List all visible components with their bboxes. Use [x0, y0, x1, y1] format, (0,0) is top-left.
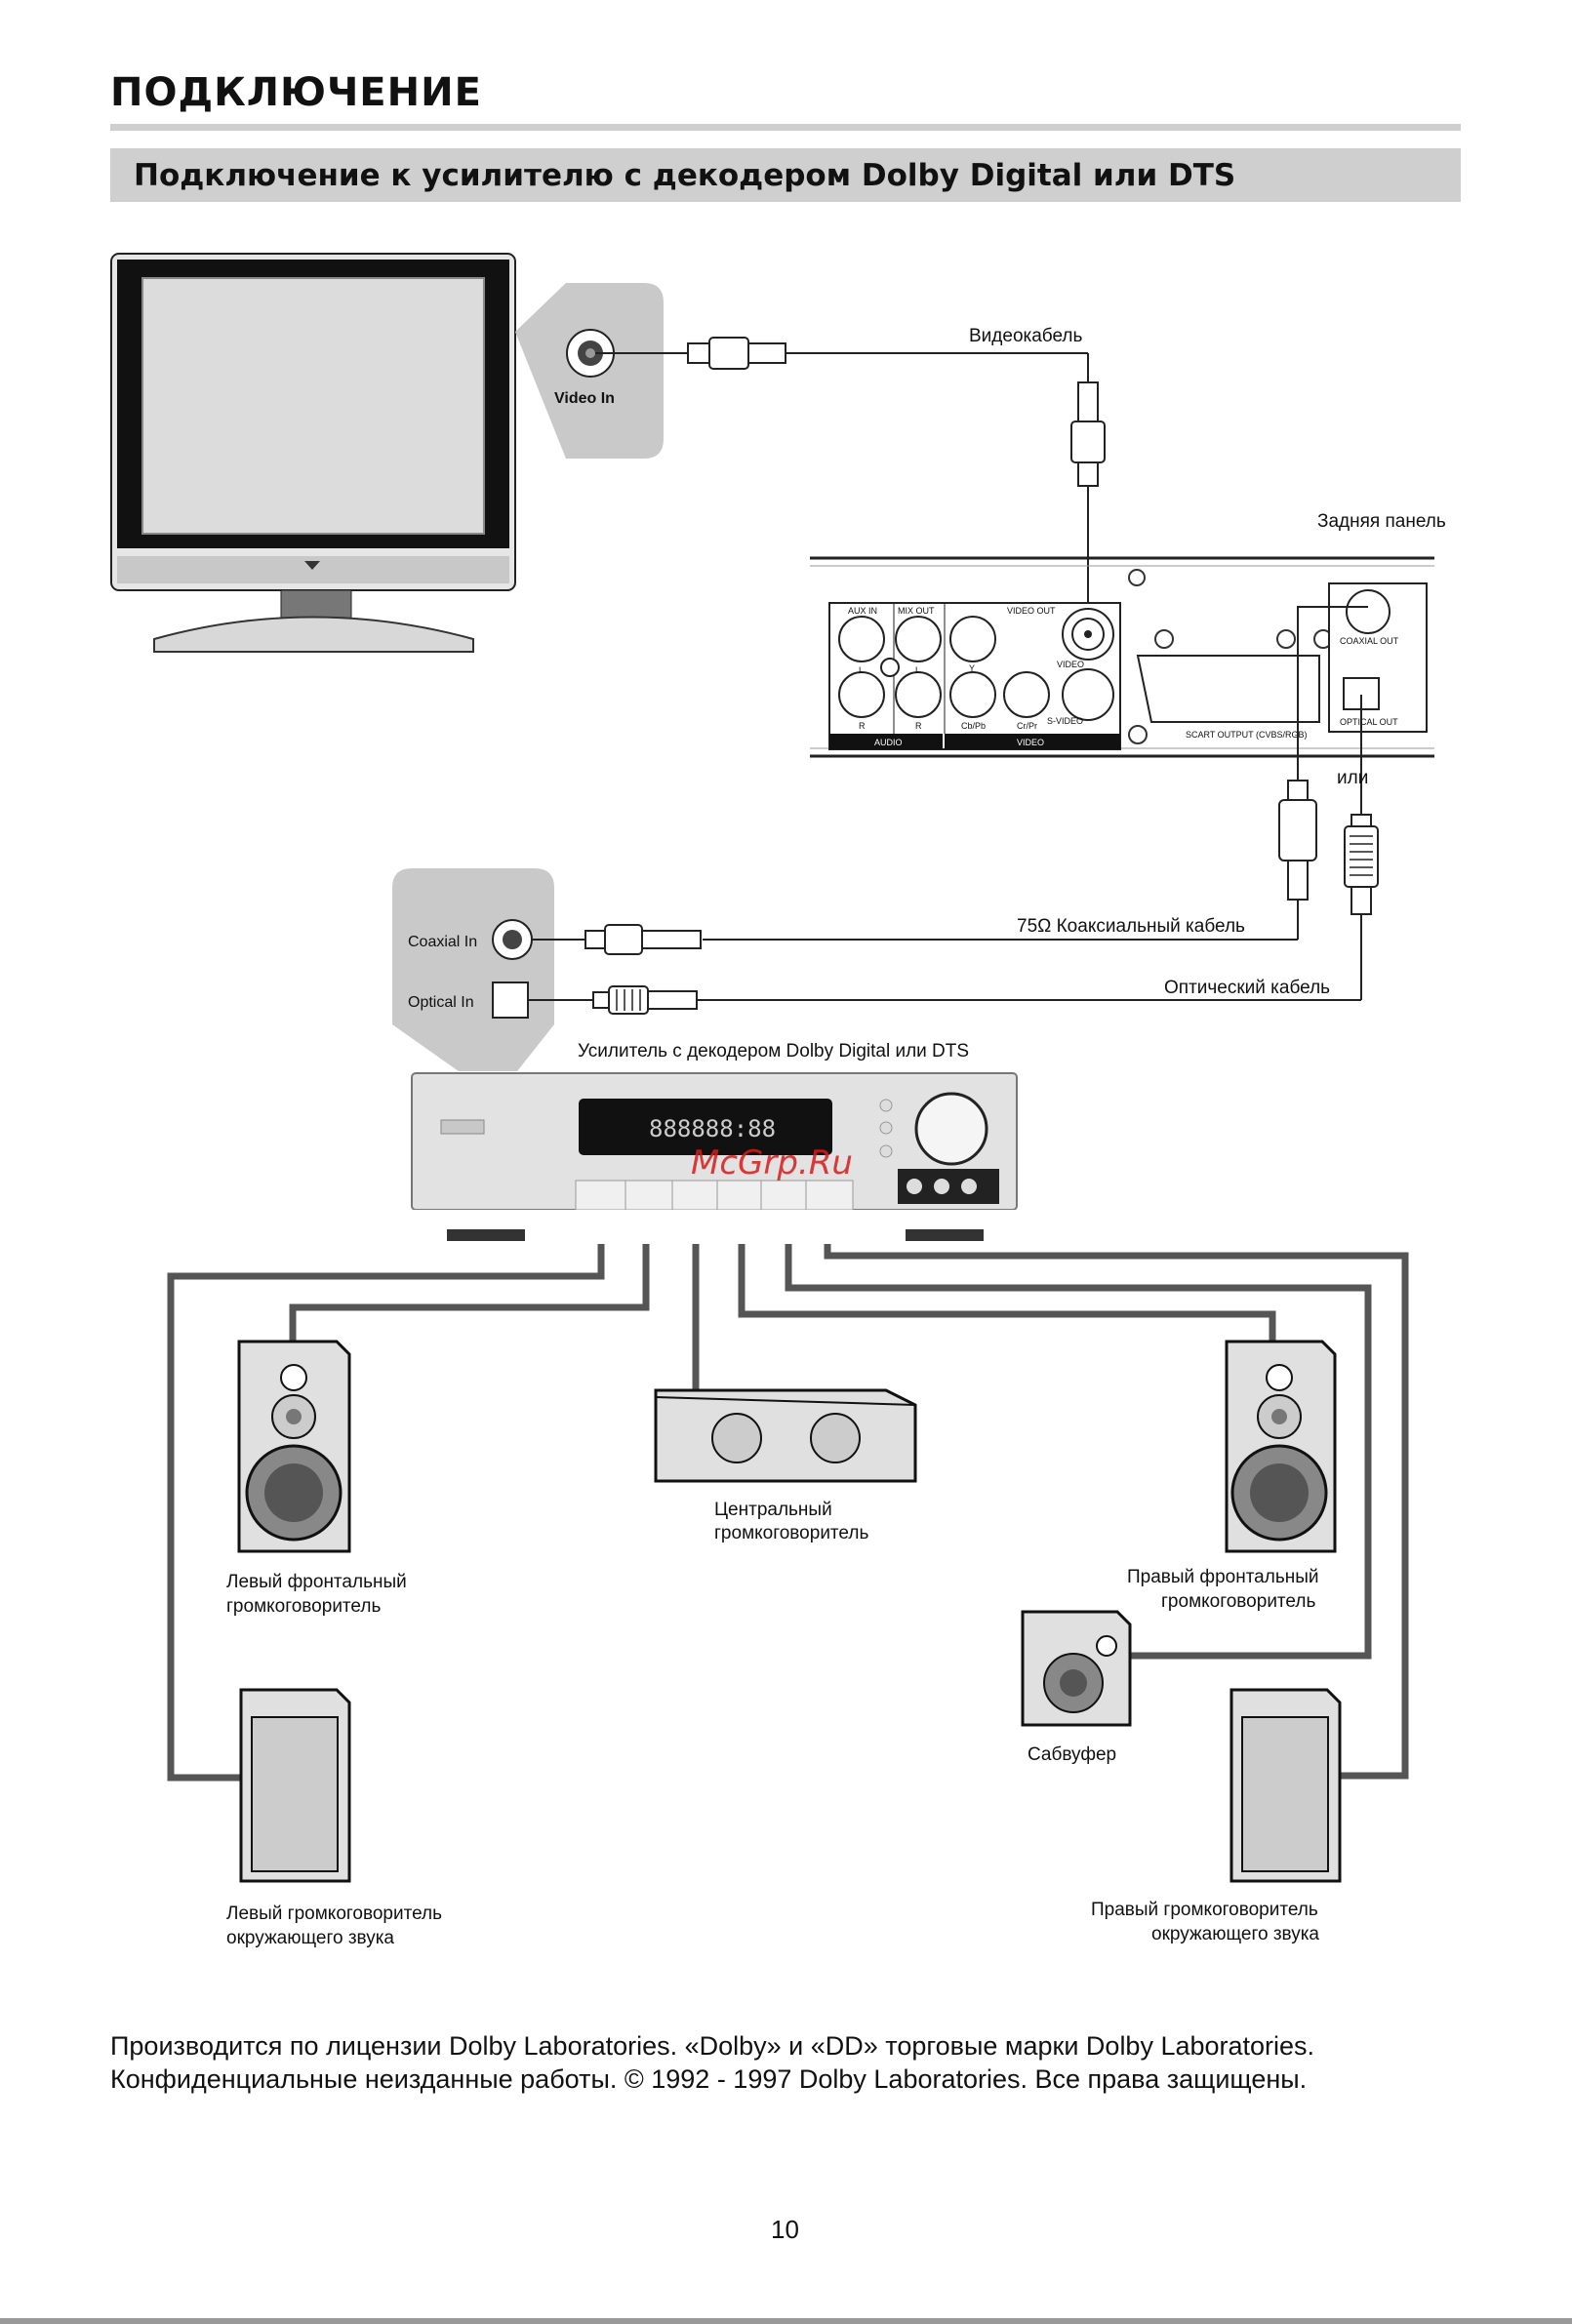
- optical-out-label: OPTICAL OUT: [1340, 717, 1398, 727]
- coaxial-out-label: COAXIAL OUT: [1340, 636, 1399, 646]
- video-cable-label: Видеокабель: [969, 326, 1082, 346]
- cb-label: Cb/Pb: [961, 721, 986, 731]
- rear-panel-label: Задняя панель: [1317, 511, 1446, 532]
- coaxial-in-label: Coaxial In: [408, 934, 477, 950]
- tv: [110, 253, 516, 653]
- surround-left-speaker: [239, 1688, 351, 1883]
- surround-right-speaker: [1229, 1688, 1342, 1883]
- cr-label: Cr/Pr: [1017, 721, 1037, 731]
- connection-diagram: Video In Видеокабель Задняя панель AUX I…: [110, 253, 1446, 1948]
- amplifier: 888888:88: [411, 1072, 1018, 1241]
- front-left-label-1: Левый фронтальный: [226, 1572, 407, 1592]
- amp-display: 888888:88: [649, 1115, 776, 1142]
- dolby-license-note: Производится по лицензии Dolby Laborator…: [110, 2029, 1476, 2096]
- subwoofer-label: Сабвуфер: [1028, 1744, 1116, 1765]
- front-right-speaker: [1225, 1340, 1337, 1553]
- video-jack-label: VIDEO: [1057, 660, 1084, 669]
- video-out-label: VIDEO OUT: [1007, 606, 1056, 616]
- front-left-label-2: громкоговоритель: [226, 1596, 381, 1617]
- page-number: 10: [771, 2215, 799, 2244]
- audio-group-label: AUDIO: [874, 738, 903, 747]
- subwoofer: [1021, 1610, 1132, 1727]
- aux-l-label: L: [859, 665, 864, 675]
- amplifier-input-callout: Coaxial In Optical In: [392, 868, 554, 1071]
- mix-out-label: MIX OUT: [898, 606, 935, 616]
- section-bar: [110, 148, 1461, 202]
- video-in-callout: Video In: [515, 283, 664, 459]
- front-right-label-2: громкоговоритель: [1161, 1591, 1315, 1612]
- center-speaker: [654, 1388, 917, 1483]
- video-cable: [595, 337, 1106, 634]
- coaxial-cable-label: 75Ω Коаксиальный кабель: [1017, 916, 1245, 937]
- rear-panel: AUX IN MIX OUT VIDEO OUT AUDIO VIDEO L L…: [810, 556, 1434, 758]
- section-title: Подключение к усилителю с декодером Dolb…: [134, 158, 1236, 193]
- video-in-label: Video In: [554, 390, 615, 407]
- center-label-2: громкоговоритель: [714, 1523, 868, 1543]
- svideo-label: S-VIDEO: [1047, 716, 1083, 726]
- mix-l-label: L: [915, 665, 920, 675]
- front-left-speaker: [237, 1340, 351, 1553]
- bottom-rule: [0, 2318, 1572, 2324]
- optical-in-label: Optical In: [408, 994, 474, 1011]
- license-line-1: Производится по лицензии Dolby Laborator…: [110, 2031, 1315, 2061]
- surround-left-label-1: Левый громкоговоритель: [226, 1903, 442, 1924]
- optical-cable-label: Оптический кабель: [1164, 978, 1330, 998]
- or-label: или: [1337, 768, 1368, 788]
- y-label: Y: [969, 663, 975, 673]
- watermark: McGrp.Ru: [691, 1143, 853, 1182]
- license-line-2: Конфиденциальные неизданные работы. © 19…: [110, 2064, 1308, 2094]
- amp-side-plugs: [528, 924, 702, 1015]
- amplifier-label: Усилитель с декодером Dolby Digital или …: [578, 1041, 969, 1062]
- center-label-1: Центральный: [714, 1500, 832, 1520]
- aux-in-label: AUX IN: [848, 606, 877, 616]
- aux-r-label: R: [859, 721, 866, 731]
- surround-right-label-2: окружающего звука: [1151, 1924, 1319, 1944]
- surround-left-label-2: окружающего звука: [226, 1928, 394, 1948]
- speaker-wires: [167, 1244, 1409, 1782]
- page-title: ПОДКЛЮЧЕНИЕ: [110, 70, 482, 115]
- surround-right-label-1: Правый громкоговоритель: [1091, 1900, 1318, 1920]
- scart-label: SCART OUTPUT (CVBS/RGB): [1186, 730, 1308, 740]
- mix-r-label: R: [915, 721, 922, 731]
- front-right-label-1: Правый фронтальный: [1127, 1567, 1319, 1587]
- title-rule: [110, 124, 1461, 131]
- video-group-label: VIDEO: [1017, 738, 1044, 747]
- digital-cables: [698, 606, 1379, 1001]
